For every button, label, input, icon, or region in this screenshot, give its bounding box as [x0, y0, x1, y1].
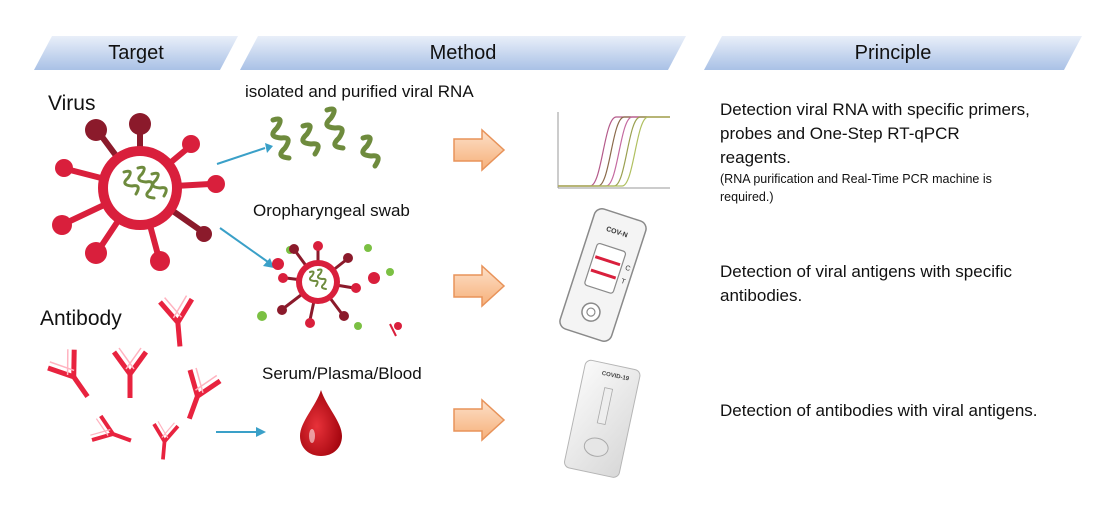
header-method-label: Method: [429, 42, 497, 64]
antigen-test-letter: T: [620, 278, 627, 286]
serum-label: Serum/Plasma/Blood: [262, 364, 422, 383]
antigen-control-letter: C: [624, 265, 631, 273]
antibody-label: Antibody: [40, 307, 122, 330]
header-method-bar: [240, 36, 686, 70]
rna-strands: [270, 106, 381, 169]
swab-virus-illustration: [257, 241, 402, 337]
header-principle-bar: [704, 36, 1082, 70]
principle-antigen: Detection of viral antigens with specifi…: [720, 262, 1012, 305]
principle-rna: Detection viral RNA with specific primer…: [720, 98, 1030, 206]
header-principle-label: Principle: [854, 42, 932, 64]
header-target: Target: [34, 36, 238, 70]
principle-antibody: Detection of antibodies with viral antig…: [720, 401, 1038, 420]
swab-label: Oropharyngeal swab: [253, 201, 410, 220]
arrow-serum-to-antibody-test: [453, 398, 506, 442]
arrow-rna-to-pcr: [453, 128, 506, 172]
header-target-bar: [34, 36, 238, 70]
header-target-label: Target: [108, 42, 164, 64]
arrow-swab-to-antigen-test: [453, 264, 506, 308]
arrow-virus-to-swab: [219, 227, 274, 268]
principle-rna-text: Detection viral RNA with specific primer…: [720, 100, 1030, 167]
virus-label: Virus: [48, 92, 96, 115]
antibody-group: [30, 290, 250, 463]
arrow-virus-to-rna: [216, 143, 273, 165]
rna-label: isolated and purified viral RNA: [245, 82, 474, 101]
header-method: Method: [240, 36, 686, 70]
antibody-cassette-label: COVID-19: [601, 371, 630, 383]
qpcr-amplification-plot: [557, 112, 670, 189]
principle-rna-note: (RNA purification and Real-Time PCR mach…: [720, 172, 992, 204]
antigen-test-cassette: COV-N C T: [559, 208, 647, 342]
arrow-antibody-to-serum: [216, 427, 266, 437]
blood-drop-icon: [300, 390, 342, 456]
header-principle: Principle: [704, 36, 1082, 70]
antibody-test-cassette: COVID-19: [564, 359, 641, 478]
virus-illustration: [52, 113, 225, 271]
